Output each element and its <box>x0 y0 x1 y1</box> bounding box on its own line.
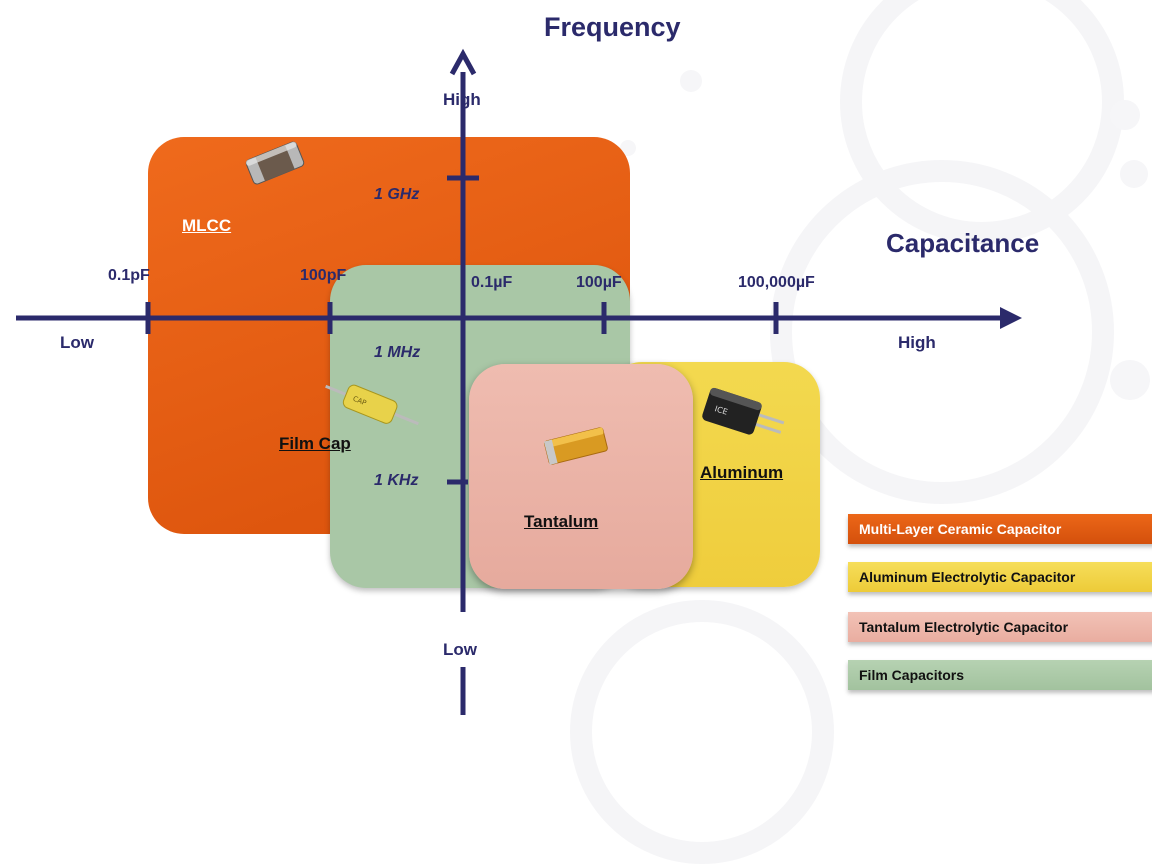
watermark-dot <box>1120 160 1148 188</box>
tick-0-1uf: 0.1µF <box>471 274 513 291</box>
tantalum-chip-icon <box>543 427 608 465</box>
watermark-dot <box>620 140 636 156</box>
tick-1mhz: 1 MHz <box>374 344 421 361</box>
svg-text:ICE: ICE <box>714 404 729 417</box>
aluminum-label: Aluminum <box>700 463 784 482</box>
legend-mlcc: Multi-Layer Ceramic Capacitor <box>848 514 1152 544</box>
film-cap-label: Film Cap <box>279 434 351 453</box>
watermark-dot <box>680 70 702 92</box>
legend-tantalum: Tantalum Electrolytic Capacitor <box>848 612 1152 642</box>
watermark-dot <box>1110 360 1150 400</box>
x-axis-high-label: High <box>898 333 936 352</box>
tick-100uf: 100µF <box>576 274 622 291</box>
tick-1ghz: 1 GHz <box>374 186 420 203</box>
frequency-title: Frequency <box>544 12 681 42</box>
tantalum-label: Tantalum <box>524 512 599 531</box>
film-capacitor-icon: CAP <box>325 384 419 426</box>
tantalum-region <box>469 364 693 589</box>
tick-0-1pf: 0.1pF <box>108 267 150 284</box>
legend-aluminum: Aluminum Electrolytic Capacitor <box>848 562 1152 592</box>
axes <box>16 48 1022 715</box>
x-arrowhead <box>1000 307 1022 329</box>
tick-100000uf: 100,000µF <box>738 274 815 291</box>
y-axis-low-label: Low <box>443 640 477 659</box>
y-axis-high-label: High <box>443 90 481 109</box>
mlcc-chip-icon <box>245 141 305 185</box>
capacitance-title: Capacitance <box>886 228 1040 258</box>
mlcc-label: MLCC <box>182 216 232 235</box>
tick-100pf: 100pF <box>300 267 347 284</box>
y-arrowhead <box>449 48 477 76</box>
watermark-dot <box>1110 100 1140 130</box>
aluminum-capacitor-icon: ICE <box>702 387 785 435</box>
tick-1khz: 1 KHz <box>374 472 419 489</box>
legend-film: Film Capacitors <box>848 660 1152 690</box>
x-axis-low-label: Low <box>60 333 94 352</box>
